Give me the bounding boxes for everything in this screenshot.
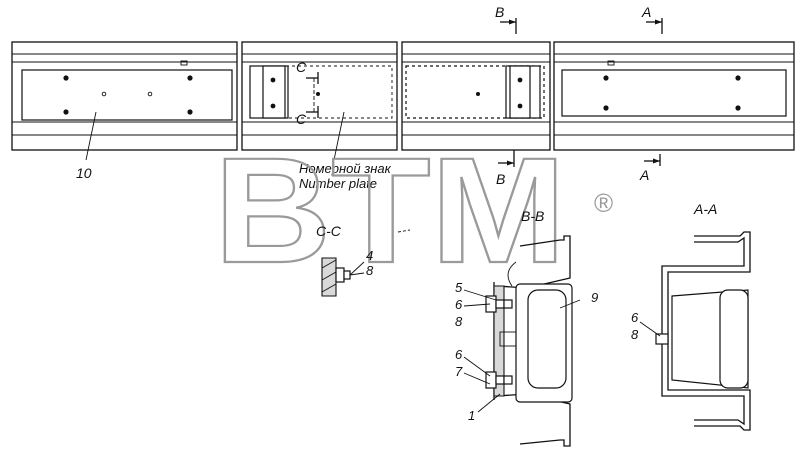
bb-part-5: 5 <box>455 280 463 295</box>
aa-part-6: 6 <box>631 310 639 325</box>
view-aa: A-A 6 8 <box>631 201 751 431</box>
bumper-segment-2 <box>241 41 398 151</box>
bumper-segment-3 <box>401 41 551 151</box>
section-mark-b-top: B <box>495 4 504 20</box>
view-title-aa: A-A <box>693 201 717 217</box>
section-mark-a-top: A <box>641 4 651 20</box>
view-title-bb: B-B <box>521 208 544 224</box>
number-plate-label-en: Number plate <box>299 176 377 191</box>
watermark-text: BTM <box>214 126 566 294</box>
bb-part-6b: 6 <box>455 347 463 362</box>
section-mark-c-top: C <box>296 59 307 75</box>
aa-part-8: 8 <box>631 327 639 342</box>
number-plate-label-ru: Номерной знак <box>299 161 392 176</box>
section-markers: B A B A C C <box>296 4 663 187</box>
bumper-segment-1 <box>11 41 238 151</box>
plate-panel-4 <box>561 69 787 117</box>
watermark-registered: ® <box>594 188 613 218</box>
bb-part-7: 7 <box>455 364 463 379</box>
bb-part-9: 9 <box>591 290 598 305</box>
part-label-10: 10 <box>76 165 92 181</box>
section-mark-c-bottom: C <box>296 111 307 127</box>
bumper-segment-4 <box>553 41 795 151</box>
section-mark-b-bottom: B <box>496 171 505 187</box>
bumper-strip <box>11 41 795 151</box>
section-mark-a-bottom: A <box>639 167 649 183</box>
view-cc: C-C 4 8 <box>316 223 411 297</box>
plate-panel-1 <box>21 69 233 121</box>
bb-part-6a: 6 <box>455 297 463 312</box>
watermark: BTM ® <box>213 125 613 295</box>
view-title-cc: C-C <box>316 223 342 239</box>
bb-part-8: 8 <box>455 314 463 329</box>
bb-part-1: 1 <box>468 408 475 423</box>
cc-part-4: 4 <box>366 248 373 263</box>
view-bb: B-B 5 6 8 9 6 7 1 <box>455 208 598 447</box>
leader-10 <box>85 111 97 161</box>
leader-number-plate <box>333 111 345 161</box>
cc-part-8: 8 <box>366 263 374 278</box>
